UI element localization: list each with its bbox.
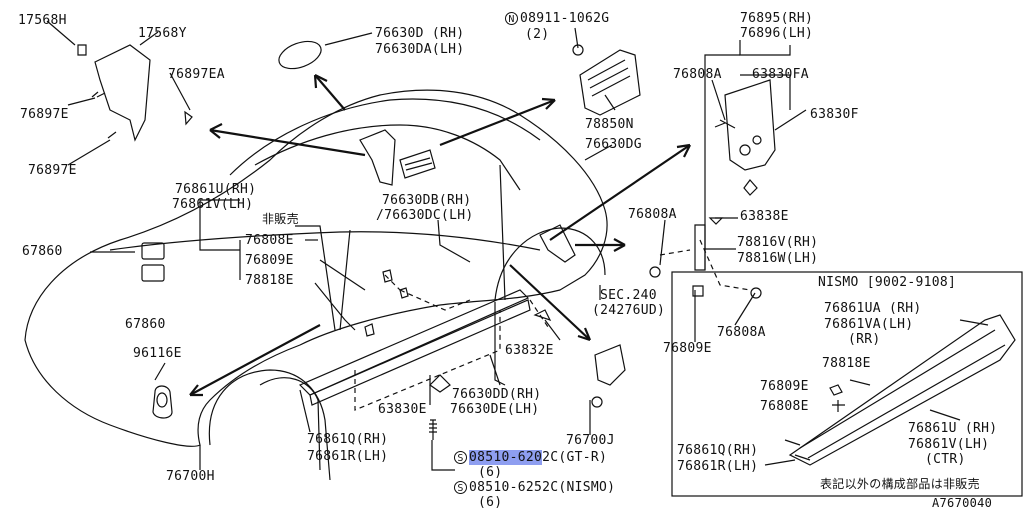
label-67860-top: 67860 xyxy=(22,244,63,259)
nismo-76861q: 76861Q(RH) xyxy=(677,443,759,458)
nismo-76861v: 76861V(LH) xyxy=(908,437,990,452)
label-76861v-main: 76861V(LH) xyxy=(172,197,254,212)
nismo-76861va: 76861VA(LH) xyxy=(824,317,914,332)
bracket-76630DB xyxy=(359,129,396,186)
label-76630de: 76630DE(LH) xyxy=(450,402,540,417)
nismo-rr: (RR) xyxy=(848,332,881,347)
label-hihanbai: 非販売 xyxy=(262,212,299,226)
mudflap-76895 xyxy=(724,79,776,171)
label-17568y: 17568Y xyxy=(138,26,187,41)
nismo-76809e: 76809E xyxy=(760,379,809,394)
label-78816w: 78816W(LH) xyxy=(737,251,819,266)
label-63838e: 63838E xyxy=(740,209,789,224)
symbol-s: S xyxy=(454,451,467,464)
nismo-78818e: 78818E xyxy=(822,356,871,371)
grommet-96116E xyxy=(152,385,173,419)
label-76861q-main: 76861Q(RH) xyxy=(307,432,389,447)
bracket-78816 xyxy=(694,224,706,271)
nismo-title: NISMO [9002-9108] xyxy=(818,275,957,290)
label-76809e: 76809E xyxy=(245,253,294,268)
label-96116e: 96116E xyxy=(133,346,182,361)
label-76897ea: 76897EA xyxy=(168,67,225,82)
rear-bracket-part xyxy=(94,44,151,142)
box-78850N xyxy=(579,49,641,116)
label-76808a-mid: 76808A xyxy=(628,207,677,222)
label-76897e-a: 76897E xyxy=(20,107,69,122)
rear-flap-bracket xyxy=(539,224,576,263)
nismo-sill xyxy=(788,314,1016,466)
pad-67860-b xyxy=(141,264,165,282)
label-63830fa: 63830FA xyxy=(752,67,809,82)
symbol-n: N xyxy=(505,12,518,25)
part-number: 08510-6252C(NISMO) xyxy=(469,480,616,495)
mirror-cap xyxy=(278,40,322,70)
label-76700h: 76700H xyxy=(166,469,215,484)
label-76895: 76895(RH) xyxy=(740,11,814,26)
label-76808e: 76808E xyxy=(245,233,294,248)
screw xyxy=(429,419,437,440)
label-76630dg: 76630DG xyxy=(585,137,642,152)
rear-wheel-arch xyxy=(494,227,606,301)
label-24276ud: (24276UD) xyxy=(592,303,666,318)
label-78816v: 78816V(RH) xyxy=(737,235,819,250)
nismo-ctr: (CTR) xyxy=(925,452,966,467)
label-76861r-main: 76861R(LH) xyxy=(307,449,389,464)
label-63832e: 63832E xyxy=(505,343,554,358)
nismo-76861u: 76861U (RH) xyxy=(908,421,998,436)
label-63830e: 63830E xyxy=(378,402,427,417)
part-number: 08911-1062G xyxy=(520,11,610,26)
nismo-76861r: 76861R(LH) xyxy=(677,459,759,474)
label-76808a-top: 76808A xyxy=(673,67,722,82)
label-08510-6252-qty: (6) xyxy=(478,495,503,510)
label-76630db: 76630DB(RH) xyxy=(382,193,472,208)
car-body-outline xyxy=(24,89,608,447)
pad-67860-a xyxy=(141,242,165,260)
diagram-code: A7670040 xyxy=(932,496,993,510)
label-17568h: 17568H xyxy=(18,13,67,28)
front-wheel xyxy=(259,377,321,471)
door-cut xyxy=(339,164,506,331)
label-76630d: 76630D (RH) xyxy=(375,26,465,41)
clip-76897EA xyxy=(184,110,193,126)
label-sec240: SEC.240 xyxy=(600,288,657,303)
vent-76630DG xyxy=(399,149,436,179)
label-08911-qty: (2) xyxy=(525,27,550,42)
label-76897e-b: 76897E xyxy=(28,163,77,178)
label-76808a-low: 76808A xyxy=(717,325,766,340)
nismo-76861ua: 76861UA (RH) xyxy=(824,301,922,316)
label-78818e: 78818E xyxy=(245,273,294,288)
label-76896: 76896(LH) xyxy=(740,26,814,41)
label-76809e-low: 76809E xyxy=(663,341,712,356)
side-sill xyxy=(298,289,530,396)
label-76630da: 76630DA(LH) xyxy=(375,42,465,57)
label-08510-6202-qty: (6) xyxy=(478,465,503,480)
label-76630dc: /76630DC(LH) xyxy=(376,208,474,223)
clip-part xyxy=(77,44,87,56)
nismo-note: 表記以外の構成部品は非販売 xyxy=(820,477,980,491)
highlighted-part-number: 08510-620 xyxy=(469,450,543,465)
part-number-suffix: 2C(GT-R) xyxy=(542,450,608,465)
nismo-box xyxy=(671,271,1023,497)
label-63830f: 63830F xyxy=(810,107,859,122)
label-78850n: 78850N xyxy=(585,117,634,132)
beltline xyxy=(109,231,541,251)
roof-line xyxy=(229,98,541,176)
label-76630dd: 76630DD(RH) xyxy=(452,387,542,402)
symbol-s: S xyxy=(454,481,467,494)
window-line xyxy=(254,124,521,191)
label-67860-bot: 67860 xyxy=(125,317,166,332)
bracket-76700J xyxy=(594,344,626,386)
label-76700j: 76700J xyxy=(566,433,615,448)
nismo-76808e: 76808E xyxy=(760,399,809,414)
side-sill-lower xyxy=(309,299,531,406)
label-76861u-main: 76861U(RH) xyxy=(175,182,257,197)
